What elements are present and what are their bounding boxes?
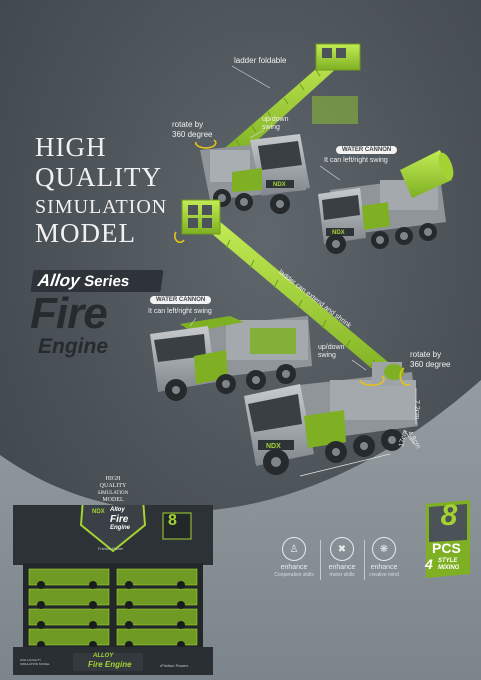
box-headline: HIGH QUALITY SIMULATION MODEL: [88, 476, 138, 504]
brain-icon: ❋: [372, 537, 396, 561]
ladder-truck-top: NDX: [200, 43, 361, 214]
fire-title: Fire: [30, 289, 108, 338]
feature-desc: motor skills: [329, 572, 355, 578]
water-cannon-pill-left: WATER CANNON: [150, 296, 212, 304]
box-headline-3: SIMULATION: [97, 491, 129, 496]
headline-line2: QUALITY: [35, 162, 162, 192]
style-mixing: STYLE MIXING: [438, 558, 459, 572]
ladder-foldable-note: ladder foldable: [234, 56, 287, 65]
box-headline-4: MODEL: [102, 497, 124, 503]
feature-creative: ❋ enhance creative mind: [354, 537, 414, 578]
feature-divider: [364, 540, 365, 580]
style-count: 4: [425, 556, 433, 572]
box-count: 8: [168, 512, 177, 529]
pcs-number: 8: [440, 499, 458, 532]
water-cannon-desc-left: It can left/right swing: [148, 308, 212, 315]
headline-line4: MODEL: [35, 218, 136, 248]
dim-height: 7.2cm: [413, 400, 420, 420]
truck2-plate: NDX: [332, 230, 345, 236]
style-label: STYLE: [438, 558, 458, 564]
ladder-truck-bottom: NDX: [244, 362, 418, 475]
updown-note-bottom: up/down swing: [318, 344, 345, 359]
headline-line1: HIGH: [35, 132, 107, 162]
rotate-note-bottom: rotate by 360 degree: [410, 350, 451, 369]
water-cannon-truck-left: [150, 316, 312, 401]
truck1-plate: NDX: [273, 182, 286, 188]
box-friction: Friction Power: [98, 546, 124, 551]
feature-title: enhance: [280, 564, 308, 571]
pcs-badge: [426, 500, 470, 578]
trucks-illustration: NDX NDX: [150, 43, 454, 477]
water-cannon-desc-right: It can left/right swing: [324, 157, 388, 164]
box-brand: NDX: [92, 509, 105, 515]
box-front-left: HIGH QUALITY SIMULATION MODEL: [20, 658, 50, 666]
box-front-fire: Fire Engine: [88, 660, 132, 669]
pcs-label: PCS: [432, 540, 461, 556]
display-box: [13, 505, 213, 675]
extending-ladder: [181, 199, 400, 382]
water-cannon-truck-right: NDX: [318, 150, 454, 254]
rotate-arrows: [174, 139, 411, 387]
water-cannon-pill-right: WATER CANNON: [336, 146, 398, 154]
updown-note-top: up/down swing: [262, 116, 289, 131]
feature-motor: ✖ enhance motor skills: [312, 537, 372, 578]
rotate-note-top: rotate by 360 degree: [172, 120, 213, 139]
leader-lines: [189, 65, 367, 371]
wrench-icon: ✖: [330, 537, 354, 561]
box-headline-1: HIGH: [105, 476, 121, 482]
feature-desc: Cooperation skills: [274, 572, 314, 578]
box-front-alloy: ALLOY: [93, 653, 114, 659]
headline: HIGH QUALITY SIMULATION MODEL: [35, 134, 167, 247]
box-alloy: Alloy: [110, 507, 125, 513]
people-icon: ♙: [282, 537, 306, 561]
box-front-friction: •Friction Power•: [160, 663, 189, 668]
dimension-lines: [299, 388, 417, 477]
feature-cooperation: ♙ enhance Cooperation skills: [264, 537, 324, 578]
feature-title: enhance: [370, 564, 398, 571]
engine-title: Engine: [38, 335, 109, 358]
box-fire: Fire: [110, 514, 129, 525]
feature-desc: creative mind: [369, 572, 399, 578]
feature-title: enhance: [328, 564, 356, 571]
box-headline-2: QUALITY: [99, 483, 127, 489]
headline-line3: SIMULATION: [35, 196, 168, 218]
feature-divider: [320, 540, 321, 580]
truck4-plate: NDX: [266, 443, 281, 450]
mixing-label: MIXING: [438, 565, 460, 571]
box-engine: Engine: [110, 525, 131, 531]
